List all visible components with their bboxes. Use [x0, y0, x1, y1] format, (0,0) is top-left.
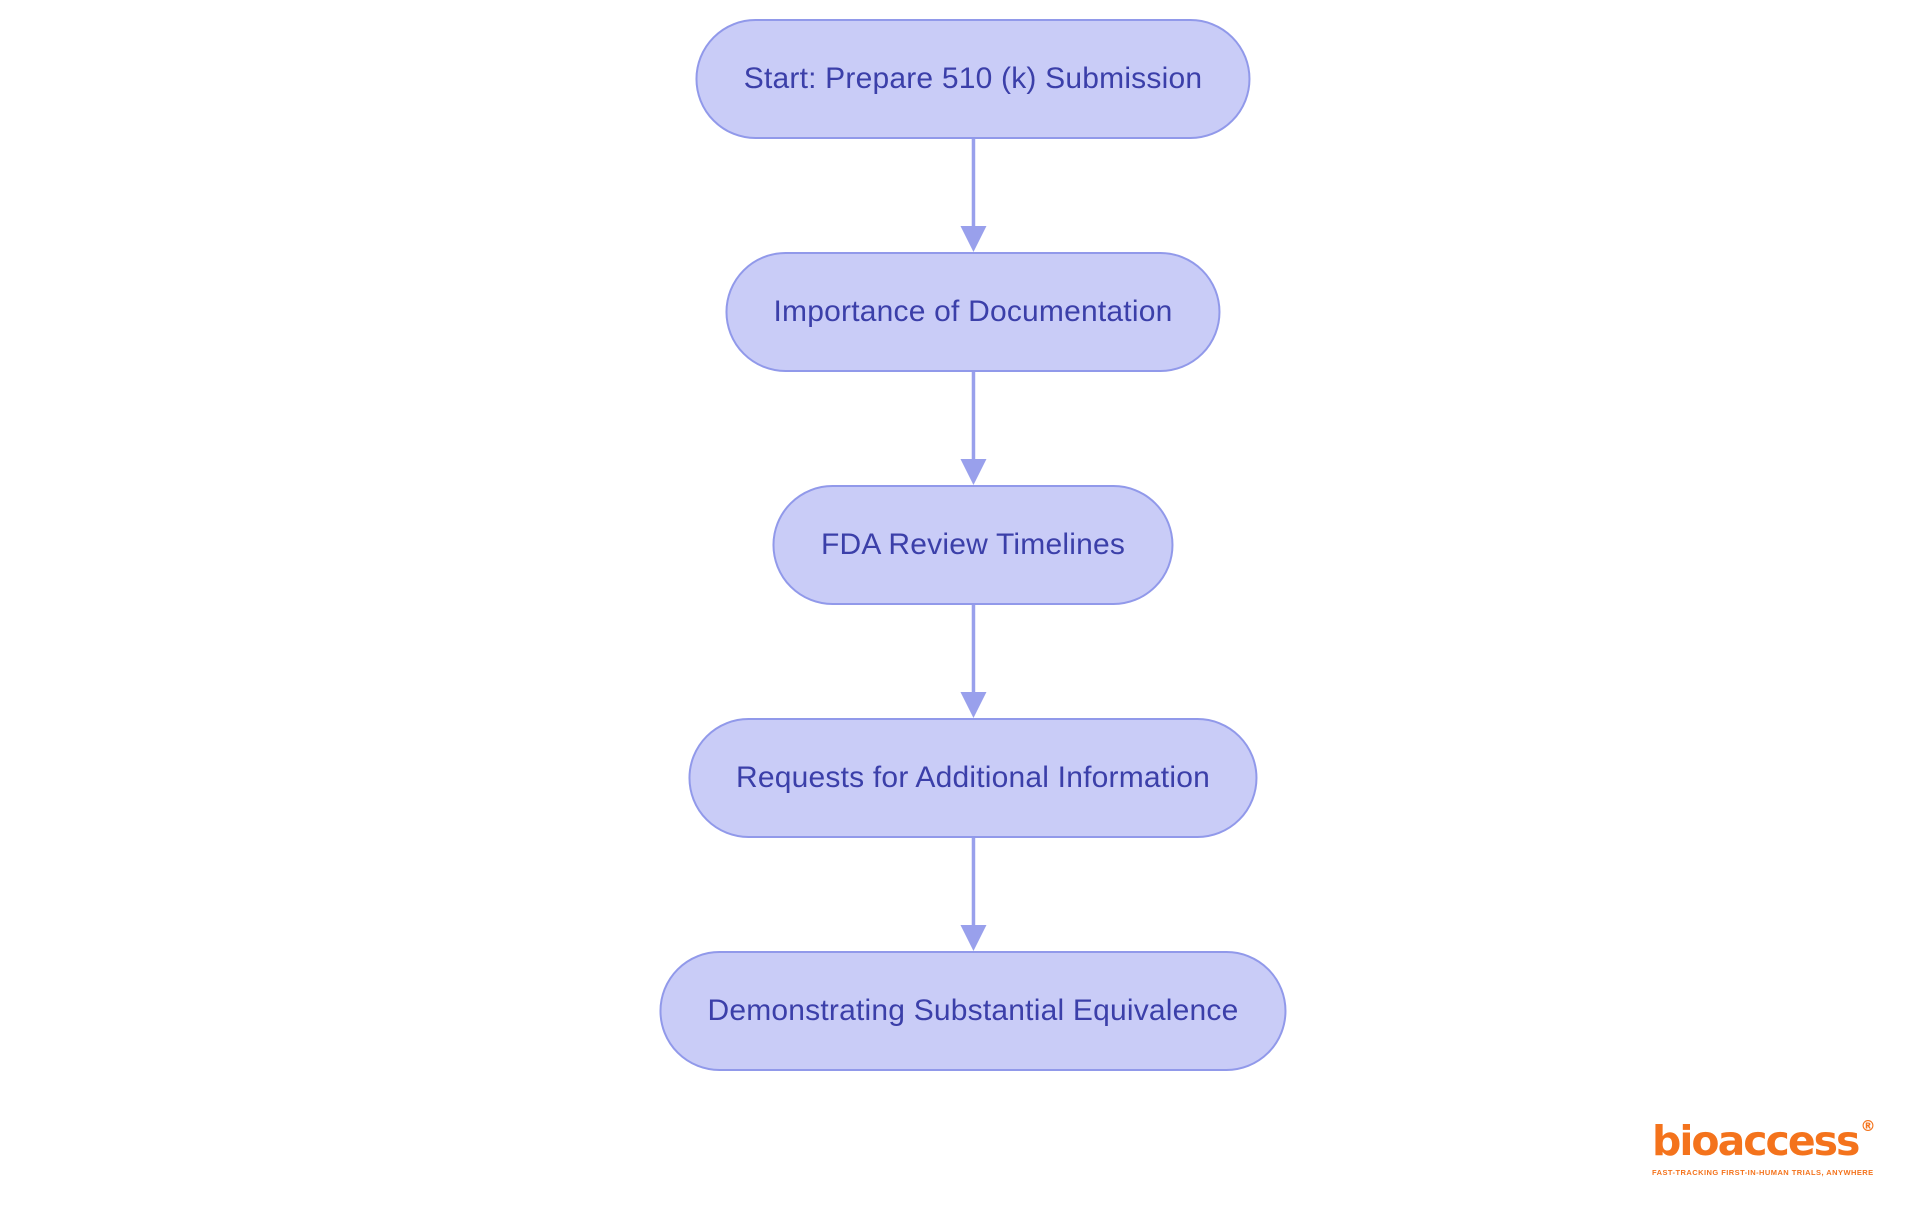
flow-node-equivalence: Demonstrating Substantial Equivalence [659, 951, 1287, 1071]
brand-wordmark: bioaccess [1652, 1117, 1860, 1165]
flow-node-label: Start: Prepare 510 (k) Submission [743, 62, 1203, 95]
flow-node-label: Importance of Documentation [773, 295, 1173, 328]
registered-trademark-icon: ® [1860, 1117, 1876, 1135]
brand-logo: bioaccess ® FAST-TRACKING FIRST-IN-HUMAN… [1652, 1117, 1876, 1178]
flow-node-label: Demonstrating Substantial Equivalence [707, 994, 1239, 1027]
flow-node-timelines: FDA Review Timelines [772, 485, 1174, 605]
flow-node-additional-info: Requests for Additional Information [688, 718, 1258, 838]
flow-arrow-down-icon [959, 605, 986, 718]
flow-arrow-down-icon [959, 838, 986, 951]
brand-wordmark-row: bioaccess ® [1652, 1117, 1876, 1165]
flow-node-start: Start: Prepare 510 (k) Submission [695, 19, 1251, 139]
flow-node-label: Requests for Additional Information [736, 761, 1210, 794]
flow-arrow-down-icon [959, 139, 986, 252]
brand-tagline: FAST-TRACKING FIRST-IN-HUMAN TRIALS, ANY… [1652, 1168, 1874, 1177]
flow-node-label: FDA Review Timelines [820, 528, 1126, 561]
flow-node-documentation: Importance of Documentation [725, 252, 1221, 372]
flow-arrow-down-icon [959, 372, 986, 485]
